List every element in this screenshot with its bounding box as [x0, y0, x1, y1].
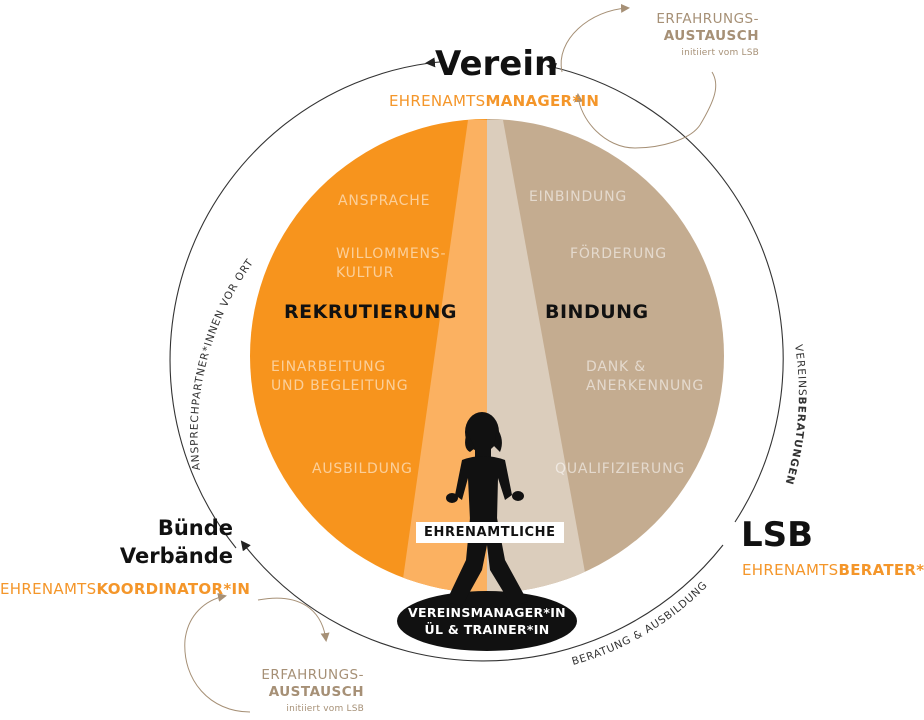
exchange-bottom-arrow-in — [184, 592, 251, 713]
node-verein-role: EHRENAMTSMANAGER*IN — [389, 92, 600, 110]
item-einarbeitung: EINARBEITUNG UND BEGLEITUNG — [271, 359, 409, 394]
node-lsb-role: EHRENAMTSBERATER*IN — [742, 561, 924, 579]
item-dank-anerkennung: DANK & ANERKENNUNG — [586, 359, 704, 394]
exchange-top-arrow-out — [560, 3, 630, 73]
label-ehrenamtliche: EHRENAMTLICHE — [416, 522, 564, 543]
item-ausbildung: AUSBILDUNG — [312, 461, 413, 477]
exchange-bottom-arrow-out — [257, 597, 330, 642]
node-lsb-title: LSB — [741, 515, 814, 555]
arc-label-bottom: BERATUNG & AUSBILDUNG — [570, 579, 710, 668]
heading-bindung: BINDUNG — [545, 301, 649, 323]
node-buende-title: Bünde Verbände — [119, 516, 233, 568]
exchange-bottom: ERFAHRUNGS- AUSTAUSCH initiiert vom LSB — [261, 667, 364, 714]
arc-lsb-to-verein — [546, 62, 784, 523]
arc-verein-to-buende — [169, 62, 431, 549]
node-verein-title: Verein — [435, 44, 559, 84]
person-silhouette — [446, 412, 528, 606]
item-einbindung: EINBINDUNG — [529, 189, 628, 205]
node-buende-role: EHRENAMTSKOORDINATOR*IN — [0, 580, 251, 598]
base-ellipse — [397, 591, 577, 651]
arc-buende-to-lsb — [240, 540, 724, 662]
ellipse-label: VEREINSMANAGER*IN ÜL & TRAINER*IN — [408, 605, 566, 637]
exchange-top-arrow-in — [699, 71, 717, 126]
heading-rekrutierung: REKRUTIERUNG — [284, 301, 457, 323]
item-willkommenskultur: WILLOMMENS- KULTUR — [336, 246, 447, 281]
item-ansprache: ANSPRACHE — [338, 193, 431, 209]
exchange-top: ERFAHRUNGS- AUSTAUSCH initiiert vom LSB — [656, 11, 759, 58]
item-foerderung: FÖRDERUNG — [570, 246, 667, 262]
arc-label-left: ANSPRECHPARTNER*INNEN VOR ORT — [189, 257, 257, 471]
bindung-light-wedge — [487, 120, 590, 593]
item-qualifizierung: QUALIFIZIERUNG — [555, 461, 686, 477]
